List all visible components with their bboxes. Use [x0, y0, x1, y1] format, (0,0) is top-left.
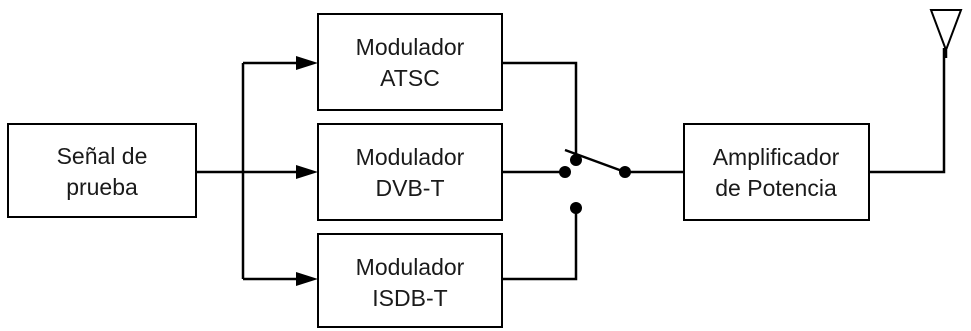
modulator-atsc-block: Modulador ATSC [317, 13, 503, 111]
power-amplifier-block: Amplificador de Potencia [683, 123, 870, 221]
test-signal-block: Señal de prueba [7, 123, 197, 218]
amplifier-label-line2: de Potencia [715, 175, 837, 201]
modulator-atsc-label-line1: Modulador [356, 34, 465, 60]
switch-contact-atsc [570, 154, 582, 166]
distribution-wiring [196, 56, 318, 286]
modulator-isdbt-block: Modulador ISDB-T [317, 233, 503, 328]
test-signal-label-line2: prueba [66, 174, 138, 200]
modulator-output-wiring [502, 61, 578, 281]
selector-switch [559, 148, 631, 214]
arrow-to-atsc [296, 56, 318, 70]
modulator-atsc-label-line2: ATSC [380, 65, 440, 91]
modulator-dvbt-block: Modulador DVB-T [317, 123, 503, 221]
modulator-dvbt-label-line1: Modulador [356, 144, 465, 170]
arrow-to-dvbt [296, 165, 318, 179]
arrow-to-isdbt [296, 272, 318, 286]
amplifier-label-line1: Amplificador [713, 144, 840, 170]
switch-contact-dvbt [559, 166, 571, 178]
test-signal-label-line1: Señal de [57, 143, 148, 169]
amplifier-to-antenna-wire [869, 48, 946, 174]
modulator-isdbt-label-line2: ISDB-T [372, 285, 447, 311]
switch-blade [564, 148, 626, 174]
modulator-dvbt-label-line2: DVB-T [376, 175, 445, 201]
switch-contact-isdbt [570, 202, 582, 214]
antenna-icon [929, 9, 963, 58]
modulator-isdbt-label-line1: Modulador [356, 254, 465, 280]
